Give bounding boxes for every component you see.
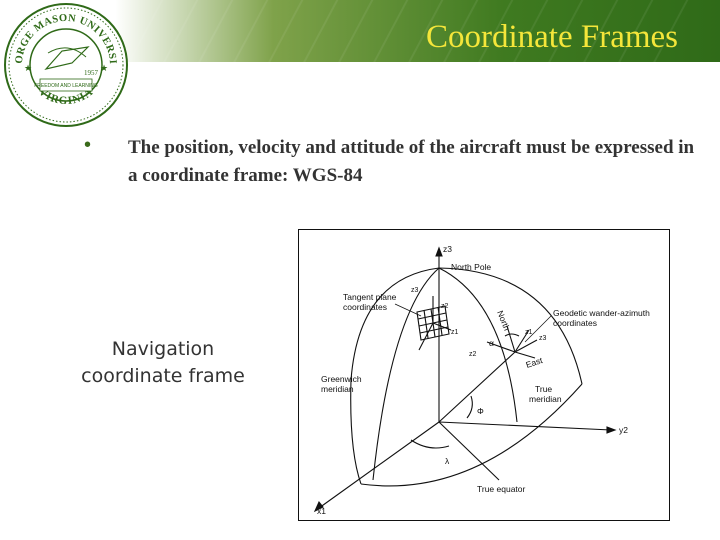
coordinate-frame-figure: z3 North Pole z3 Tangent plane coordinat…	[298, 229, 670, 521]
svg-text:α: α	[489, 338, 494, 348]
svg-text:z1: z1	[451, 329, 459, 336]
side-caption: Navigation coordinate frame	[81, 338, 245, 387]
svg-text:z2: z2	[441, 303, 449, 310]
svg-text:z2: z2	[469, 351, 477, 358]
svg-text:★: ★	[100, 63, 108, 73]
gmu-seal-icon: GEORGE MASON UNIVERSITY VIRGINIA 1957 FR…	[2, 1, 128, 127]
svg-text:FREEDOM AND LEARNING: FREEDOM AND LEARNING	[34, 83, 98, 89]
svg-text:x1: x1	[317, 506, 326, 516]
svg-text:coordinates: coordinates	[343, 302, 387, 312]
bullet-text: The position, velocity and attitude of t…	[128, 137, 695, 186]
svg-text:z1: z1	[525, 329, 533, 336]
bullet-icon: •	[84, 134, 92, 156]
svg-text:z3: z3	[411, 287, 419, 294]
slide-title: Coordinate Frames	[425, 19, 678, 55]
svg-text:★: ★	[24, 63, 32, 73]
svg-text:East: East	[525, 355, 545, 370]
svg-text:1957: 1957	[84, 69, 99, 77]
svg-text:λ: λ	[445, 456, 450, 466]
svg-text:North: North	[495, 309, 512, 332]
svg-text:Φ: Φ	[477, 406, 484, 416]
svg-text:True: True	[535, 384, 552, 394]
svg-text:Geodetic wander-azimuth: Geodetic wander-azimuth	[553, 308, 650, 318]
svg-text:meridian: meridian	[529, 394, 562, 404]
svg-text:z3: z3	[539, 335, 547, 342]
svg-text:North Pole: North Pole	[451, 262, 491, 272]
svg-text:Tangent plane: Tangent plane	[343, 292, 397, 302]
svg-text:Greenwich: Greenwich	[321, 374, 362, 384]
svg-text:meridian: meridian	[321, 384, 354, 394]
svg-text:True equator: True equator	[477, 484, 526, 494]
svg-text:y2: y2	[619, 425, 628, 435]
coordinate-frame-diagram: z3 North Pole z3 Tangent plane coordinat…	[313, 244, 650, 516]
svg-text:coordinates: coordinates	[553, 318, 597, 328]
svg-text:z3: z3	[443, 244, 452, 254]
